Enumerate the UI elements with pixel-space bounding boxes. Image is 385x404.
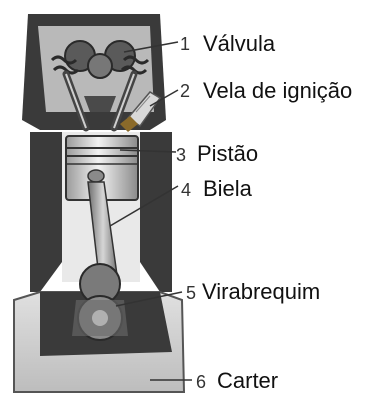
valve-stems — [62, 70, 138, 132]
label-1-text: Válvula — [203, 31, 276, 56]
spark-plug — [120, 91, 162, 132]
label-1-number: 1 — [180, 34, 190, 54]
leader-lines — [109, 41, 192, 381]
labels: 1 Válvula 2 Vela de ignição 3 Pistão 4 B… — [176, 31, 352, 393]
label-5-text: Virabrequim — [202, 279, 320, 304]
piston — [65, 135, 139, 201]
label-3-number: 3 — [176, 145, 186, 165]
label-4-text: Biela — [203, 176, 253, 201]
label-6-number: 6 — [196, 372, 206, 392]
label-4-number: 4 — [181, 180, 191, 200]
label-2-number: 2 — [180, 81, 190, 101]
label-2-text: Vela de ignição — [203, 78, 352, 103]
leader-line-1 — [123, 41, 179, 53]
leader-line-2 — [149, 89, 179, 107]
crankshaft — [72, 263, 128, 341]
leader-line-3 — [119, 149, 177, 153]
label-3-text: Pistão — [197, 141, 258, 166]
label-5-number: 5 — [186, 283, 196, 303]
leader-line-4 — [109, 185, 179, 227]
label-6-text: Carter — [217, 368, 278, 393]
leader-line-5 — [115, 291, 183, 307]
